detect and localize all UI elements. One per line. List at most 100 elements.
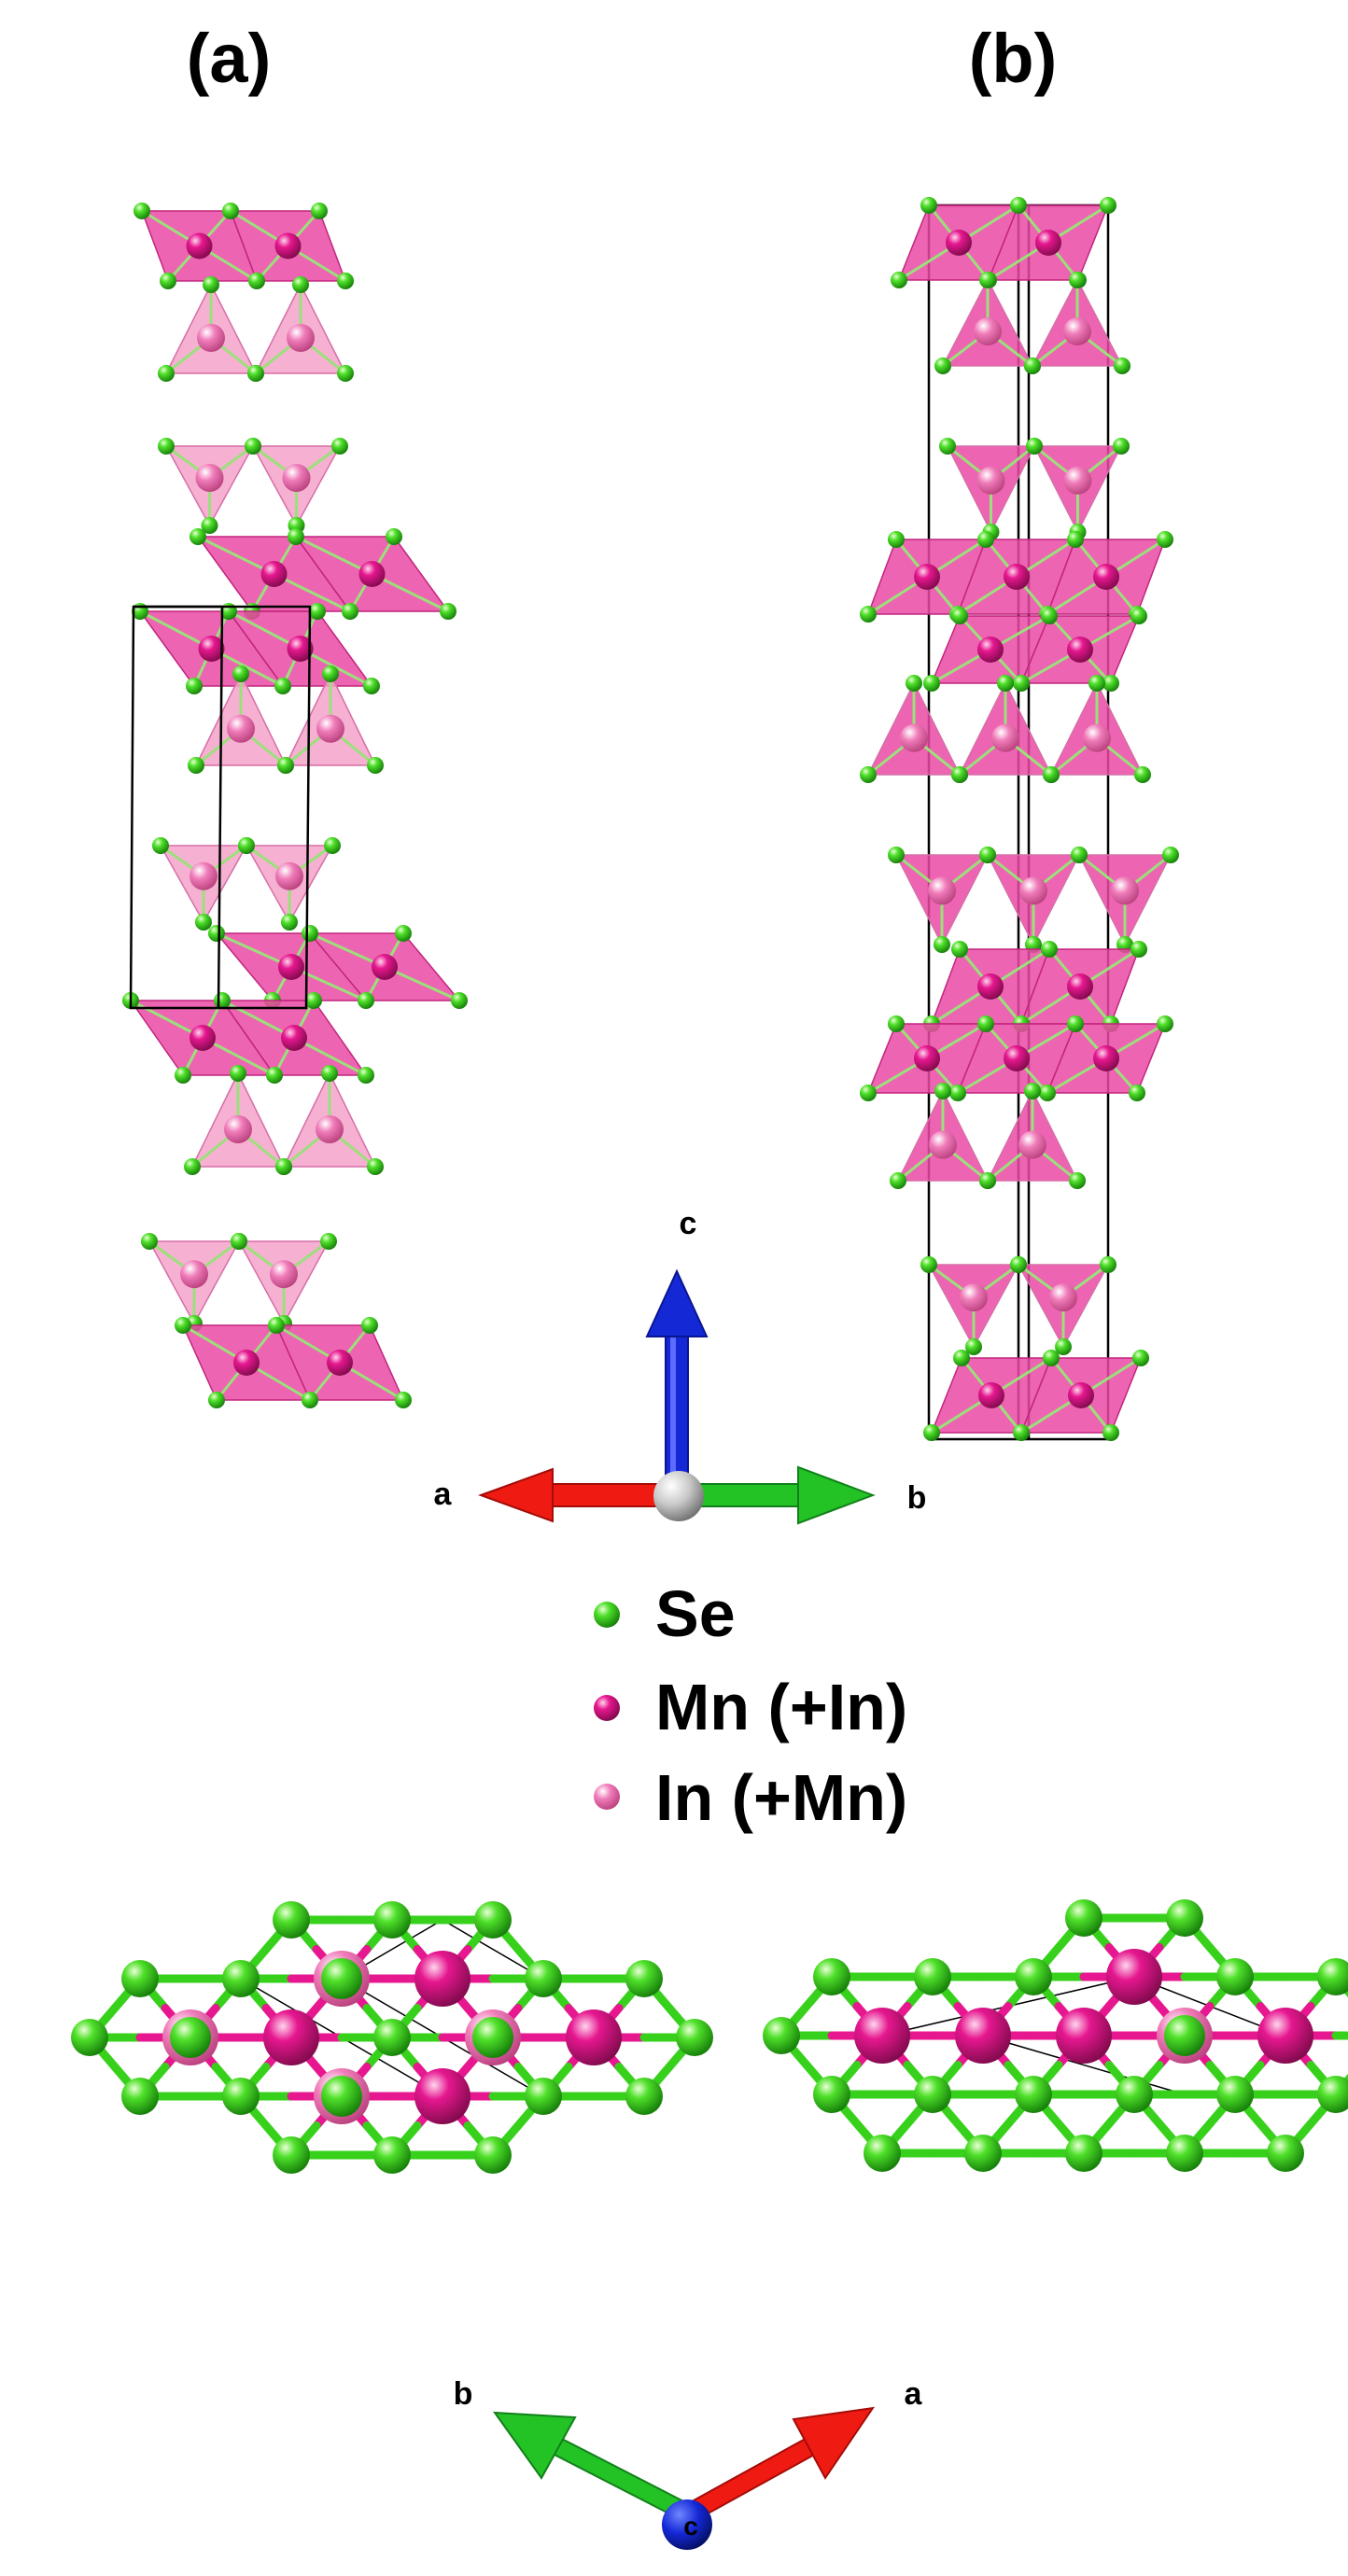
bond [210,647,285,688]
se-atom [337,273,354,289]
bond [383,965,461,1002]
se-atom [864,2135,901,2172]
bond [138,609,213,651]
bond [129,999,204,1040]
se-atom [888,531,905,548]
se-atom [1317,1958,1348,1995]
mn-atom [1004,1045,1030,1071]
in-atom [929,1130,957,1159]
in-atom [1063,466,1092,495]
legend-item-mn: Mn (+In) [594,1671,907,1743]
mn-atom [372,954,398,980]
mn-atom [977,637,1004,663]
bond [289,965,368,1002]
in-atom [1083,723,1111,752]
se-atom [1157,1015,1173,1032]
se-atom [939,438,956,455]
legend-label-in: In (+Mn) [655,1761,907,1834]
se-atom [373,1901,411,1939]
mn-atom [414,1951,470,2007]
se-atom [1166,2135,1203,2172]
top-axis-b-arrowhead [492,2411,577,2480]
se-atom [373,2019,411,2056]
in-atom [960,1283,988,1312]
se-atom [979,1172,996,1189]
se-atom [474,1901,512,1939]
se-atom [322,665,339,682]
mn-atom [278,954,304,980]
se-atom [222,2078,260,2115]
se-atom [311,203,328,219]
mn-atom [1257,2008,1313,2064]
mn-atom [566,2009,622,2065]
se-atom [324,837,341,854]
bond [294,535,373,576]
in-atom [974,317,1002,346]
in-atom [316,714,344,743]
se-atom [914,2076,951,2113]
mn-atom [1067,973,1093,1000]
legend-swatch-in [594,1784,620,1810]
se-atom [141,1233,158,1250]
se-atom [367,1158,384,1175]
bond [196,535,275,576]
se-atom [1216,2076,1254,2113]
se-atom [860,766,877,783]
in-atom [1111,876,1139,905]
axis-label-a: a [434,1477,453,1512]
structure-b-side-view [860,197,1179,1441]
se-atom [763,2017,800,2054]
axis-b-arrow [682,1465,876,1525]
mn-atom [1056,2008,1112,2064]
se-atom [288,528,304,545]
mn-atom [955,2008,1011,2064]
se-atom [273,2136,310,2174]
in-atom [195,464,224,492]
se-atom [292,276,309,293]
se-atom [440,603,456,620]
se-atom [160,273,176,289]
se-atom [1055,1338,1072,1355]
se-atom [208,925,225,942]
se-atom [188,757,204,774]
se-atom [203,276,219,293]
se-atom [222,1960,260,1997]
se-atom [979,847,996,863]
structure-a-side-view [122,203,468,1408]
se-atom [277,757,294,774]
legend-swatch-mn [594,1695,620,1721]
se-atom [949,1085,966,1101]
se-atom [184,1158,201,1175]
in-atom [282,464,311,492]
se-atom [1010,1256,1027,1273]
se-atom [1130,941,1147,958]
se-atom [320,1233,337,1250]
top-axis-label-c: c [683,2512,698,2541]
se-atom [1067,1015,1084,1032]
in-atom [1019,876,1047,905]
se-atom [1102,1424,1119,1441]
se-atom [923,1424,940,1441]
se-atom [525,2078,562,2115]
se-atom [1043,1350,1060,1366]
se-atom [186,678,203,694]
se-atom [676,2019,713,2056]
se-atom [121,2078,159,2115]
bond [308,931,386,969]
se-atom [920,197,937,214]
in-atom [224,1115,252,1143]
se-atom [309,603,326,620]
unit-cell-edge [442,1919,544,1980]
in-atom [270,1260,298,1289]
in-atom [1049,1283,1077,1312]
structure-a-top-view [71,1901,713,2174]
se-atom [906,675,922,692]
mn-atom [190,1025,216,1051]
in-atom [287,324,315,352]
mn-atom [233,1350,260,1376]
bond [227,609,302,651]
bond [292,1036,368,1077]
se-atom [472,2017,513,2058]
se-atom [247,365,264,382]
